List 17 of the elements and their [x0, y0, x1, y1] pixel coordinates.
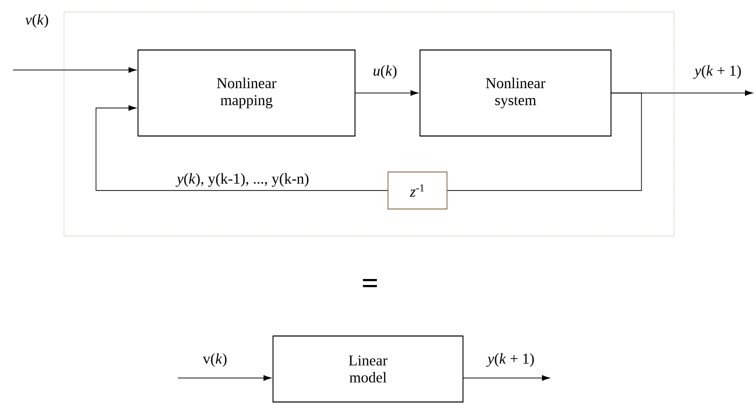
- arrow: [463, 375, 550, 381]
- arrow: [355, 90, 418, 96]
- equals-sign: =: [362, 279, 377, 288]
- arrow: [178, 375, 272, 381]
- edge-label: u(k): [372, 64, 398, 80]
- block-box: Linear model: [272, 336, 464, 402]
- delay-box: z$^{-1}$: [388, 172, 448, 210]
- edge-label: y(k + 1): [693, 64, 742, 80]
- edge-label: y(k), y(k-1), ..., y(k-n): [176, 172, 310, 188]
- block-box: Nonlinear system: [420, 50, 612, 136]
- edge-label: v(k): [24, 13, 50, 29]
- block-box: Nonlinear mapping: [138, 50, 356, 136]
- edge-label: y(k + 1): [486, 352, 536, 368]
- arrow: [96, 105, 388, 191]
- edge-label: v(k): [202, 352, 228, 368]
- arrow: [12, 67, 136, 73]
- enclosure-box: [64, 12, 674, 236]
